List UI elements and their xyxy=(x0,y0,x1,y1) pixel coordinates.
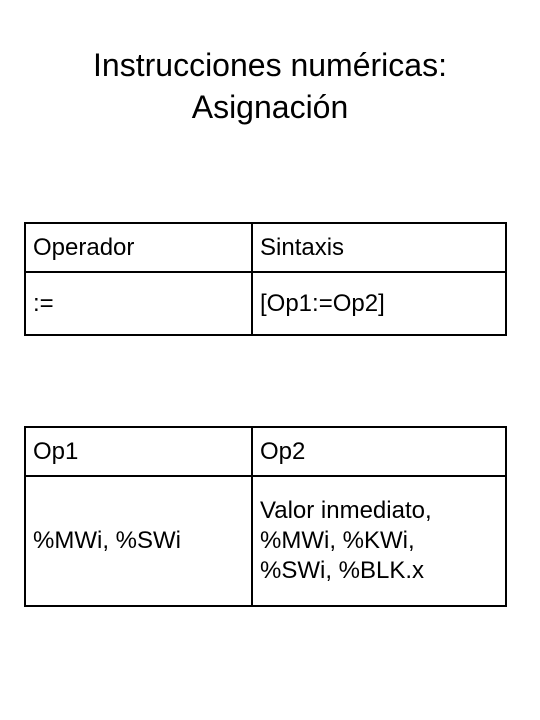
operands-table: Op1 Op2 %MWi, %SWi Valor inmediato, %MWi… xyxy=(24,426,507,607)
table-header-row: Op1 Op2 xyxy=(24,426,507,477)
title-line-2: Asignación xyxy=(191,89,349,125)
cell-operator: := xyxy=(24,271,253,336)
slide-title: Instrucciones numéricas: Asignación xyxy=(0,44,540,128)
op2-line-1: Valor inmediato, xyxy=(260,497,432,524)
header-op1: Op1 xyxy=(24,426,253,477)
title-line-1: Instrucciones numéricas: xyxy=(93,47,447,83)
header-op2: Op2 xyxy=(251,426,507,477)
cell-op2-values: Valor inmediato, %MWi, %KWi, %SWi, %BLK.… xyxy=(251,475,507,607)
table-row: := [Op1:=Op2] xyxy=(24,271,507,336)
table-row: %MWi, %SWi Valor inmediato, %MWi, %KWi, … xyxy=(24,475,507,607)
operator-syntax-table: Operador Sintaxis := [Op1:=Op2] xyxy=(24,222,507,336)
cell-syntax: [Op1:=Op2] xyxy=(251,271,507,336)
cell-op1-values: %MWi, %SWi xyxy=(24,475,253,607)
op2-line-2: %MWi, %KWi, xyxy=(260,527,415,554)
table-header-row: Operador Sintaxis xyxy=(24,222,507,273)
header-sintaxis: Sintaxis xyxy=(251,222,507,273)
header-operador: Operador xyxy=(24,222,253,273)
op2-line-3: %SWi, %BLK.x xyxy=(260,557,425,584)
